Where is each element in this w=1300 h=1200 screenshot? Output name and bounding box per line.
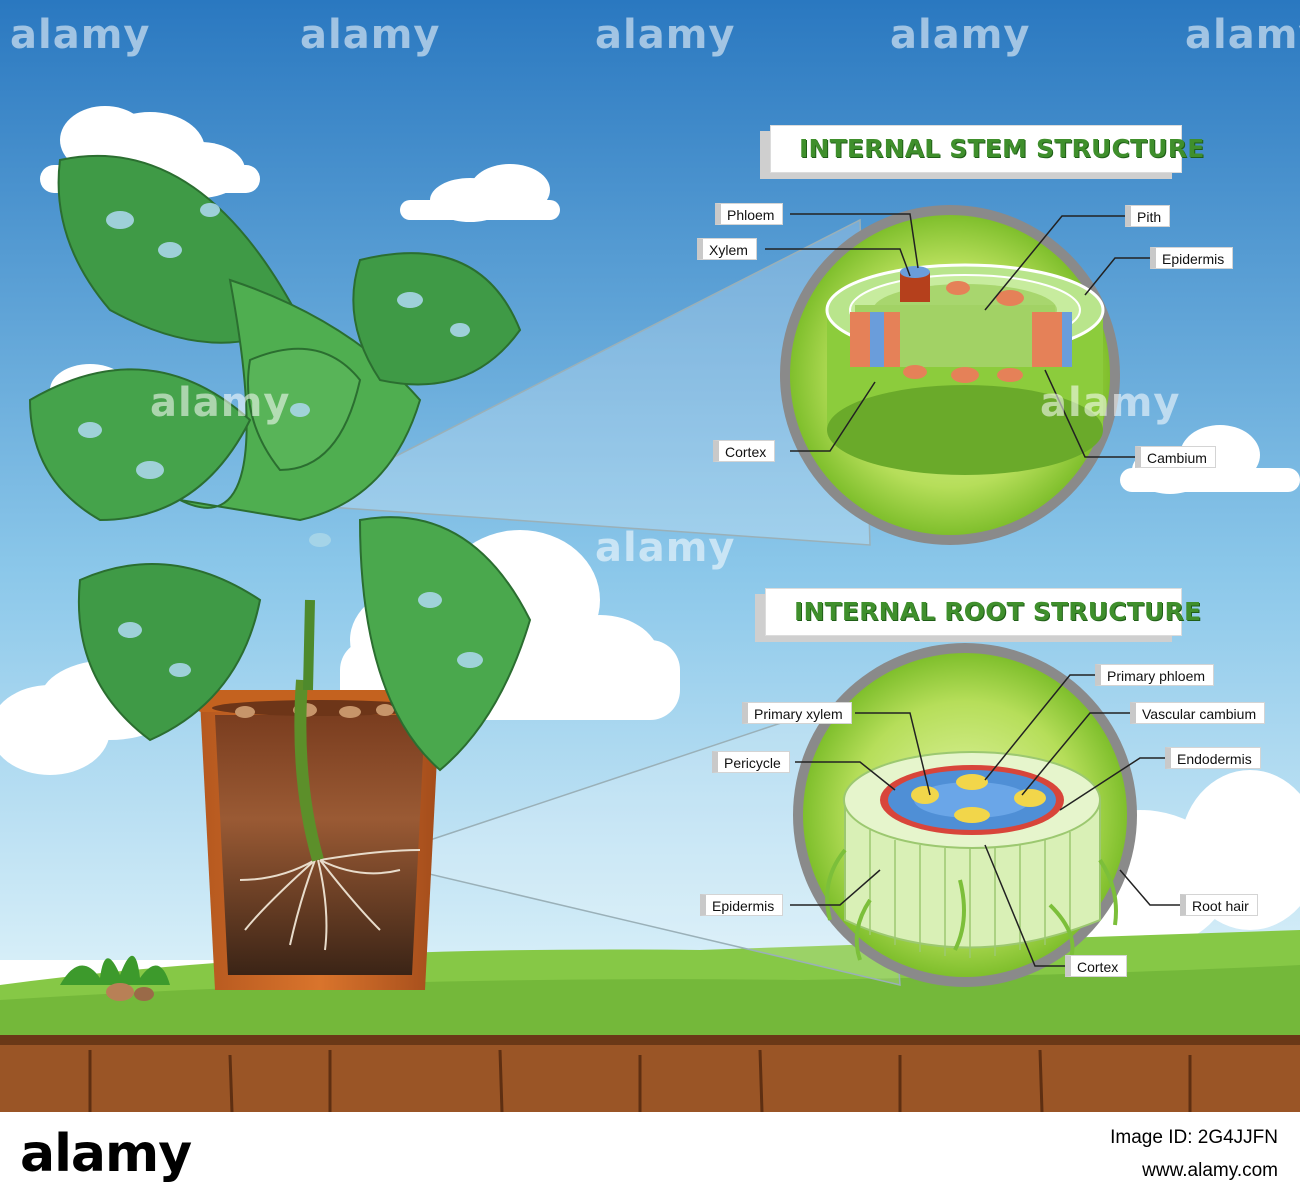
stem-cross-section <box>780 205 1120 545</box>
label-cortex-stem: Cortex <box>713 440 776 462</box>
label-cortex-root: Cortex <box>1065 955 1128 977</box>
root-cross-section <box>793 643 1137 987</box>
plant-roots <box>239 849 421 951</box>
label-endodermis: Endodermis <box>1165 747 1261 769</box>
label-primary-xylem: Primary xylem <box>742 702 852 724</box>
stem-structure-title: INTERNAL STEM STRUCTURE <box>799 134 1205 163</box>
label-phloem: Phloem <box>715 203 784 225</box>
label-vascular-cambium: Vascular cambium <box>1130 702 1266 724</box>
label-primary-phloem: Primary phloem <box>1095 664 1215 686</box>
image-id: Image ID: 2G4JJFN <box>1110 1127 1278 1148</box>
label-epidermis-root: Epidermis <box>700 894 784 916</box>
diagram-scene <box>0 0 1300 1112</box>
leader-lines <box>765 213 1180 967</box>
site-url: www.alamy.com <box>1142 1160 1278 1181</box>
scene-illustration <box>0 0 1300 1112</box>
stem-title-box: INTERNAL STEM STRUCTURE <box>770 125 1205 173</box>
label-root-hair: Root hair <box>1180 894 1258 916</box>
flower-pot <box>196 690 444 990</box>
stock-footer: alamy Image ID: 2G4JJFN www.alamy.com <box>0 1112 1300 1200</box>
ground-section <box>0 1035 1300 1112</box>
grass-tuft <box>60 955 170 1001</box>
label-epidermis-stem: Epidermis <box>1150 247 1234 269</box>
plant-leaves <box>28 155 532 772</box>
label-pith: Pith <box>1125 205 1171 227</box>
ground-cracks <box>88 1049 1192 1112</box>
label-xylem: Xylem <box>697 238 757 260</box>
label-pericycle: Pericycle <box>712 751 790 773</box>
label-cambium: Cambium <box>1135 446 1216 468</box>
root-title-box: INTERNAL ROOT STRUCTURE <box>765 588 1202 636</box>
plant-stem <box>294 679 324 862</box>
root-structure-title: INTERNAL ROOT STRUCTURE <box>794 597 1202 626</box>
alamy-logo: alamy <box>20 1124 192 1184</box>
